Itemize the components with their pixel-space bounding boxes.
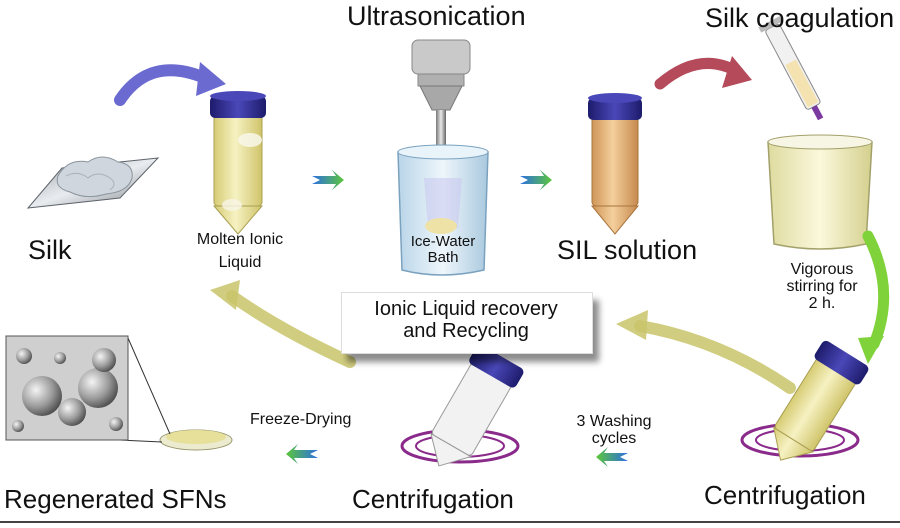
washing-line-1: 3 Washing [576,413,652,430]
label-regenerated-sfns: Regenerated SFNs [4,484,227,514]
ionic-liquid-tube [210,91,266,235]
ice-line-1: Ice-Water [410,233,476,250]
vigorous-line-3: 2 h. [808,294,836,312]
vigorous-line-2: stirring for [786,277,858,295]
arrow-recycle-right [616,310,796,394]
centrifuge-tube-right [740,340,869,461]
label-centrifugation-middle: Centrifugation [352,484,514,514]
sem-image [5,335,129,441]
syringe [758,16,824,179]
petri-dish [159,429,233,451]
molten-line-2: Liquid [218,253,262,271]
bottom-rule [0,521,900,523]
sil-solution-tube [588,93,642,235]
label-vigorous-stirring: Vigorous stirring for 2 h. [772,261,872,312]
label-molten-ionic-liquid: Molten Ionic Liquid [190,231,290,272]
label-freeze-drying: Freeze-Drying [250,411,352,428]
label-ice-water-bath: Ice-Water Bath [403,234,483,266]
coagulation-beaker [767,134,873,250]
recycling-banner [341,292,593,354]
arrow-to-ultrasonication [312,170,344,190]
ultrasonication-setup [397,39,489,276]
arrow-to-sil [520,170,552,190]
molten-line-1: Molten Ionic [196,231,284,248]
label-sil-solution: SIL solution [557,235,698,265]
arrow-freeze-drying [286,444,318,464]
label-washing-cycles: 3 Washing cycles [564,413,664,448]
ice-line-2: Bath [427,248,459,266]
arrow-to-coagulation [654,56,752,90]
centrifuge-tube-middle [400,345,524,467]
silk-sample [26,156,160,209]
label-silk: Silk [28,235,72,265]
washing-line-2: cycles [591,429,637,447]
recovery-line-2: and Recycling [403,320,529,342]
label-silk-coagulation: Silk coagulation [705,3,895,33]
recovery-line-1: Ionic Liquid recovery [374,298,558,320]
arrow-recycle-left [210,280,356,368]
label-centrifugation-right: Centrifugation [704,480,866,510]
recycling-banner-text: Ionic Liquid recovery and Recycling [341,298,591,342]
arrow-to-centrifugation-right [858,230,890,364]
zoom-line-top [127,337,171,435]
vigorous-line-1: Vigorous [790,261,854,278]
label-ultrasonication: Ultrasonication [347,1,526,31]
arrow-washing [596,447,628,467]
arrow-silk-to-ionic [114,62,226,106]
